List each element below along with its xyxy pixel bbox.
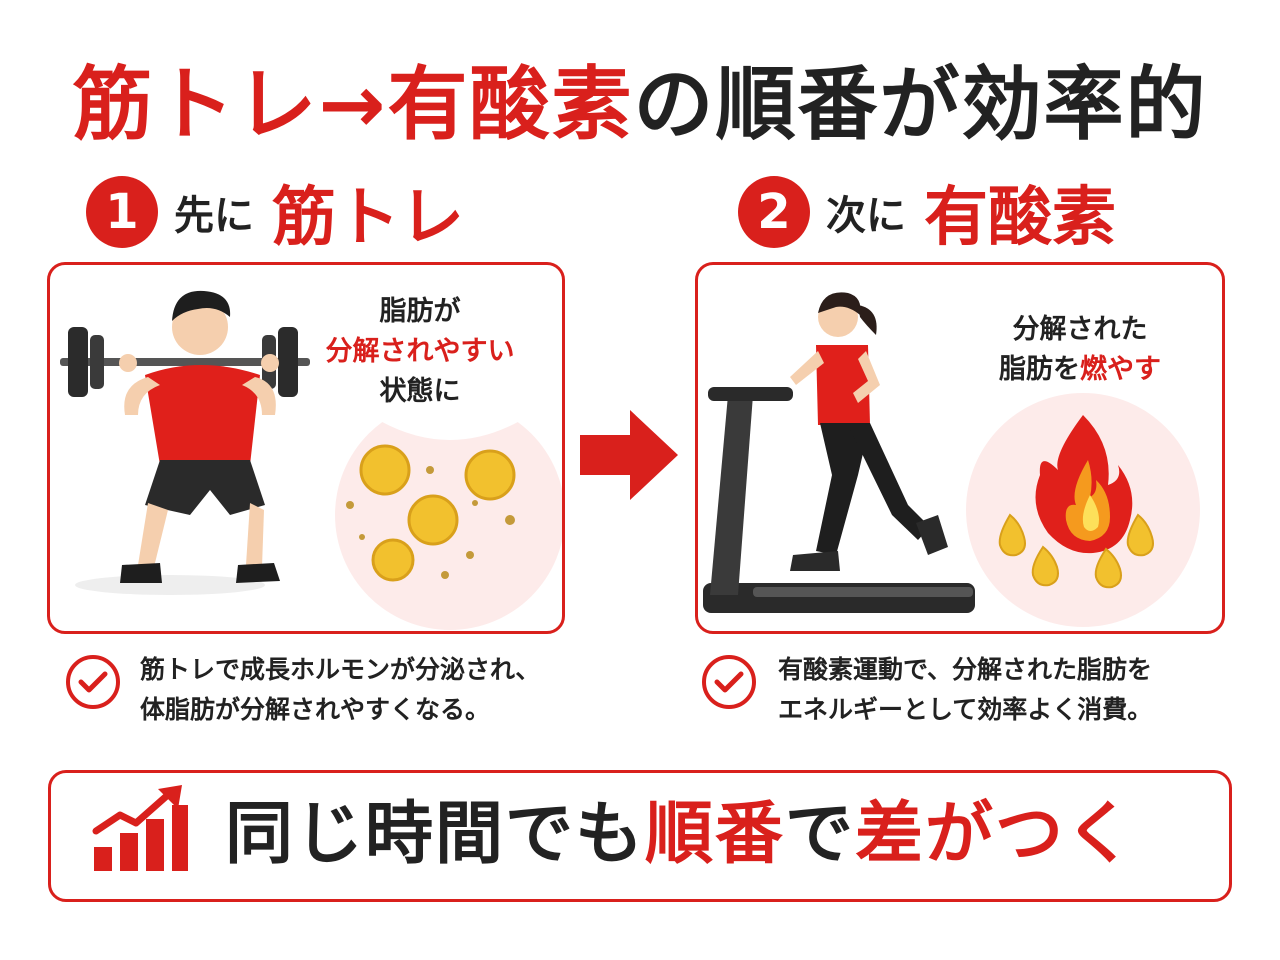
step-main-label: 有酸素 xyxy=(924,181,1116,255)
step-number-badge: 1 xyxy=(86,176,158,248)
conclusion-part: で xyxy=(785,795,856,874)
conclusion-part: 同じ時間でも xyxy=(225,795,646,874)
step-prefix: 次に xyxy=(826,193,906,239)
step-2-header: 2 次に 有酸素 xyxy=(738,172,1116,255)
right-arrow-icon xyxy=(580,410,678,500)
title-red-part: 筋トレ→有酸素 xyxy=(72,58,634,151)
barbell-squat-man-icon xyxy=(60,290,562,630)
step-1-header: 1 先に 筋トレ xyxy=(86,172,464,255)
bubble-line: 分解された xyxy=(1012,314,1148,345)
bubble-line: 脂肪を xyxy=(999,354,1080,385)
rising-bar-chart-icon xyxy=(92,785,188,871)
step-prefix: 先に xyxy=(174,193,254,239)
treadmill-runner-woman-icon xyxy=(703,292,1200,627)
step-1-panel xyxy=(47,262,565,634)
conclusion-highlight: 差がつく xyxy=(855,795,1136,874)
check-icon xyxy=(66,655,120,709)
step-1-bubble-text: 脂肪が 分解されやすい 状態に xyxy=(265,292,575,412)
note-line: 有酸素運動で、分解された脂肪を xyxy=(778,655,1153,684)
conclusion-text: 同じ時間でも順番で差がつく xyxy=(225,775,1135,895)
note-line: 体脂肪が分解されやすくなる。 xyxy=(140,695,491,724)
bubble-line-highlight: 分解されやすい xyxy=(325,336,515,367)
step-1-note: 筋トレで成長ホルモンが分泌され、 体脂肪が分解されやすくなる。 xyxy=(140,650,540,730)
step-2-panel xyxy=(695,262,1225,634)
main-title: 筋トレ→有酸素の順番が効率的 xyxy=(0,55,1280,155)
check-icon xyxy=(702,655,756,709)
bubble-line: 脂肪が xyxy=(379,296,461,327)
conclusion-box xyxy=(48,770,1232,902)
title-dark-part: の順番が効率的 xyxy=(633,58,1208,151)
step-main-label: 筋トレ xyxy=(272,181,464,255)
conclusion-highlight: 順番 xyxy=(645,795,786,874)
step-2-bubble-text: 分解された 脂肪を燃やす xyxy=(950,310,1210,390)
step-number-badge: 2 xyxy=(738,176,810,248)
bubble-line-highlight: 燃やす xyxy=(1080,354,1161,385)
note-line: 筋トレで成長ホルモンが分泌され、 xyxy=(140,655,541,684)
note-line: エネルギーとして効率よく消費。 xyxy=(778,695,1153,724)
step-2-note: 有酸素運動で、分解された脂肪を エネルギーとして効率よく消費。 xyxy=(778,650,1152,730)
bubble-line: 状態に xyxy=(379,376,461,407)
